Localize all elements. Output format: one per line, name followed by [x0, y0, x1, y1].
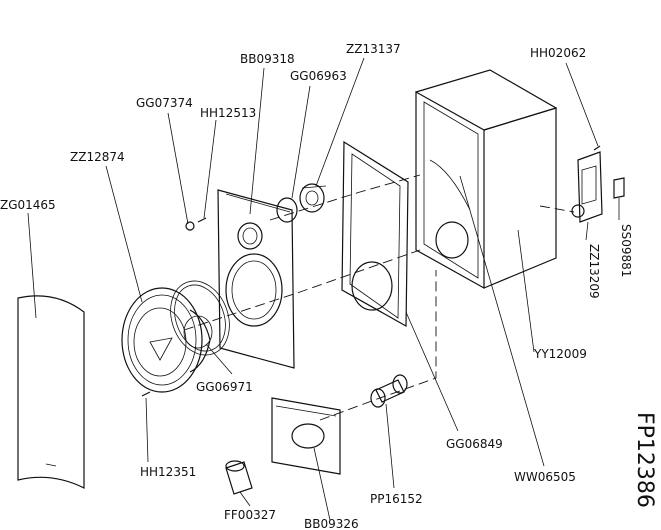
- front-baffle: [217, 189, 295, 369]
- port-plate: [271, 397, 341, 475]
- assembly-axis-tweeter: [269, 174, 421, 221]
- tweeter: [299, 183, 327, 213]
- label-zz13209: ZZ13209: [587, 244, 601, 299]
- leader-zz12874: [105, 165, 143, 303]
- port-tube: [370, 374, 408, 408]
- terminal: [571, 151, 603, 223]
- label-hh12513: HH12513: [200, 106, 256, 120]
- screw-gg07374: [185, 221, 195, 231]
- tweeter-gasket: [276, 197, 298, 223]
- label-gg06971: GG06971: [196, 380, 253, 394]
- leader-yy12009: [517, 229, 535, 353]
- assembly-axis-terminal: [539, 205, 575, 213]
- leader-zz13209: [585, 221, 589, 241]
- label-bb09326: BB09326: [304, 517, 359, 530]
- label-zz12874: ZZ12874: [70, 150, 125, 164]
- leader-ff00327: [239, 491, 251, 507]
- leader-gg07374: [167, 112, 189, 225]
- label-zg01465: ZG01465: [0, 198, 56, 212]
- foam-plug: [225, 460, 253, 495]
- grille: [17, 295, 85, 489]
- label-hh02062: HH02062: [530, 46, 586, 60]
- label-gg06963: GG06963: [290, 69, 347, 83]
- leader-pp16152: [385, 403, 395, 489]
- leader-bb09318: [249, 67, 265, 215]
- leader-ww06505: [459, 175, 545, 467]
- label-hh12351: HH12351: [140, 465, 196, 479]
- drawing-number: FP12386: [632, 412, 657, 508]
- label-bb09318: BB09318: [240, 52, 295, 66]
- assembly-axis-port: [319, 270, 437, 421]
- screw-hh12351: [141, 391, 151, 397]
- woofer: [121, 287, 213, 393]
- label-gg06849: GG06849: [446, 437, 503, 451]
- leader-zg01465: [27, 212, 37, 319]
- label-plate: [613, 177, 625, 199]
- leader-gg06971: [205, 343, 233, 375]
- label-zz13137: ZZ13137: [346, 42, 401, 56]
- label-ff00327: FF00327: [224, 508, 276, 522]
- leader-gg06963: [291, 85, 311, 199]
- leader-gg06849: [405, 311, 459, 432]
- screw-hh02062: [593, 145, 601, 151]
- leader-hh12513: [203, 119, 217, 219]
- label-gg07374: GG07374: [136, 96, 193, 110]
- assembly-axis-woofer: [183, 249, 421, 331]
- leader-zz13137: [315, 57, 365, 187]
- leader-bb09326: [313, 447, 331, 521]
- label-pp16152: PP16152: [370, 492, 423, 506]
- cabinet-gasket: [341, 140, 409, 328]
- label-ss09881: SS09881: [619, 224, 633, 277]
- label-ww06505: WW06505: [514, 470, 576, 484]
- label-yy12009: YY12009: [533, 347, 587, 361]
- leader-hh02062: [565, 62, 599, 147]
- screw-hh12513: [197, 217, 207, 223]
- cabinet: [415, 69, 558, 290]
- leader-hh12351: [145, 397, 149, 463]
